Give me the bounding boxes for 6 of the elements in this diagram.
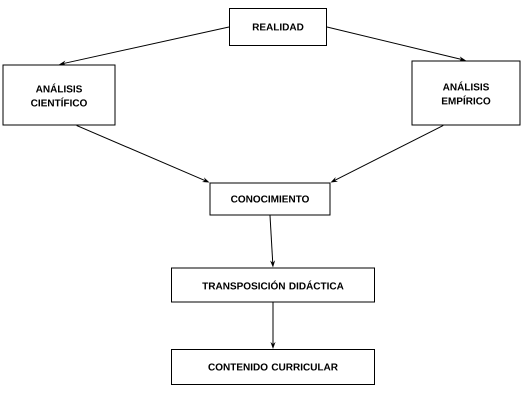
concept-box: CONTENIDO CURRICULAR bbox=[171, 348, 375, 385]
concept-box: ANÁLISIS EMPÍRICO bbox=[412, 60, 520, 126]
concept-box: TRANSPOSICIÓN DIDÁCTICA bbox=[171, 267, 375, 302]
concept-box: ANÁLISIS CIENTÍFICO bbox=[2, 64, 116, 126]
concept-box: REALIDAD bbox=[229, 8, 327, 46]
concept-box: CONOCIMIENTO bbox=[210, 182, 330, 216]
